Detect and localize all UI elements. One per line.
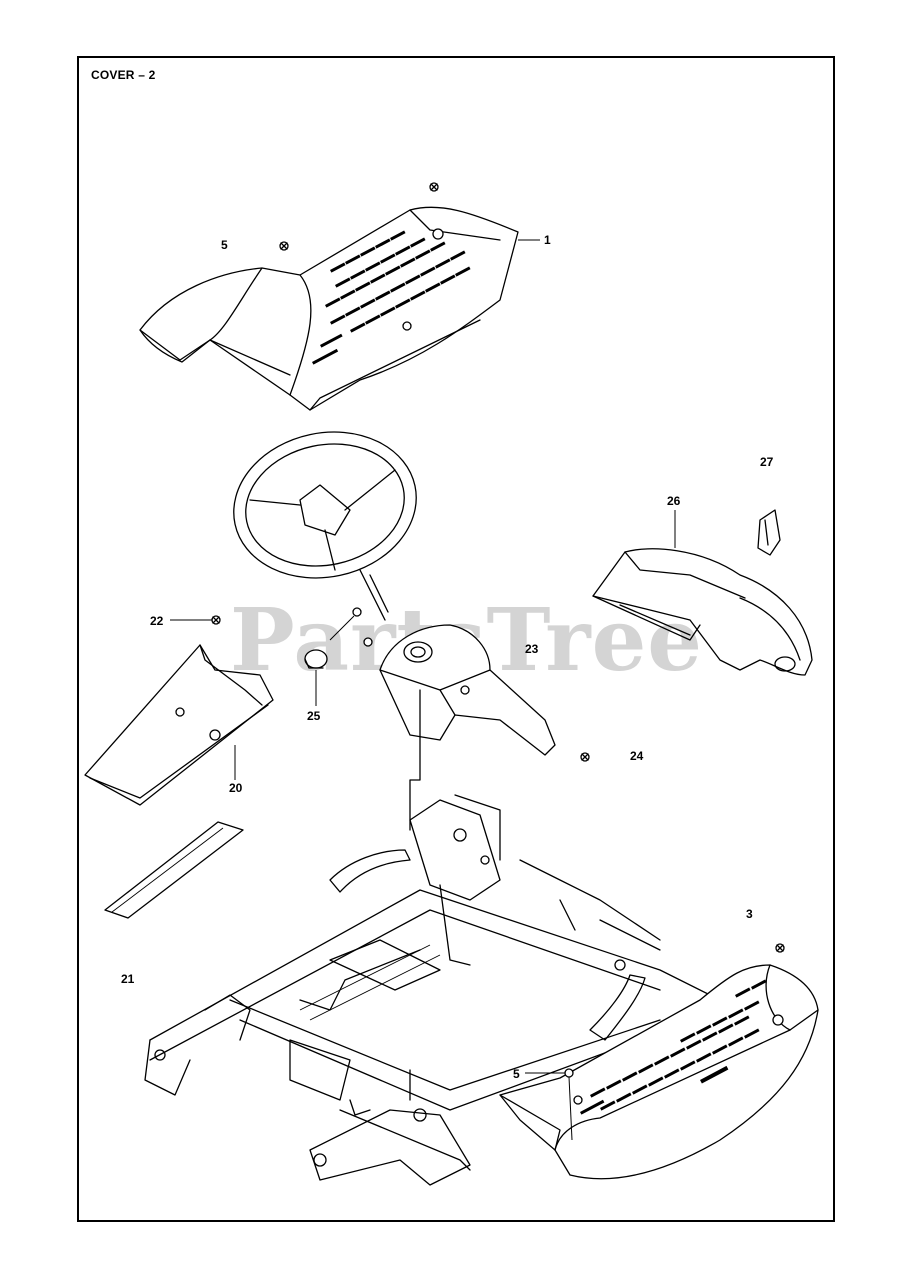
part-1-floor-cover xyxy=(139,206,519,411)
callout-23: 23 xyxy=(525,642,539,656)
screw-icon xyxy=(329,607,362,641)
diagram-title: COVER – 2 xyxy=(91,68,156,82)
screw-icon xyxy=(775,943,785,953)
diagram-frame xyxy=(77,56,835,1222)
callout-24: 24 xyxy=(630,749,644,763)
callout-25: 25 xyxy=(307,709,321,723)
part-23-column-cover xyxy=(379,624,556,831)
callout-5-lower: 5 xyxy=(513,1067,520,1081)
screw-icon xyxy=(580,752,590,762)
part-27-clip xyxy=(757,509,781,556)
steering-wheel xyxy=(233,431,417,621)
callout-1: 1 xyxy=(544,233,551,247)
callout-26: 26 xyxy=(667,494,681,508)
screw-icon xyxy=(279,241,289,251)
part-20-side-panel xyxy=(84,644,274,806)
callout-3: 3 xyxy=(746,907,753,921)
part-21-strip xyxy=(104,821,244,919)
part-3-floor-cover xyxy=(499,964,819,1180)
callout-21: 21 xyxy=(121,972,135,986)
part-3-grating xyxy=(580,979,767,1115)
callout-5: 5 xyxy=(221,238,228,252)
screw-icon xyxy=(429,182,439,192)
part-26-rear-cover xyxy=(592,548,813,676)
part-1-grating xyxy=(312,230,471,365)
callout-22: 22 xyxy=(150,614,164,628)
screw-icon xyxy=(363,637,373,647)
callout-20: 20 xyxy=(229,781,243,795)
callout-27: 27 xyxy=(760,455,774,469)
part-25-bushing xyxy=(304,649,328,706)
screw-icon xyxy=(211,615,221,625)
